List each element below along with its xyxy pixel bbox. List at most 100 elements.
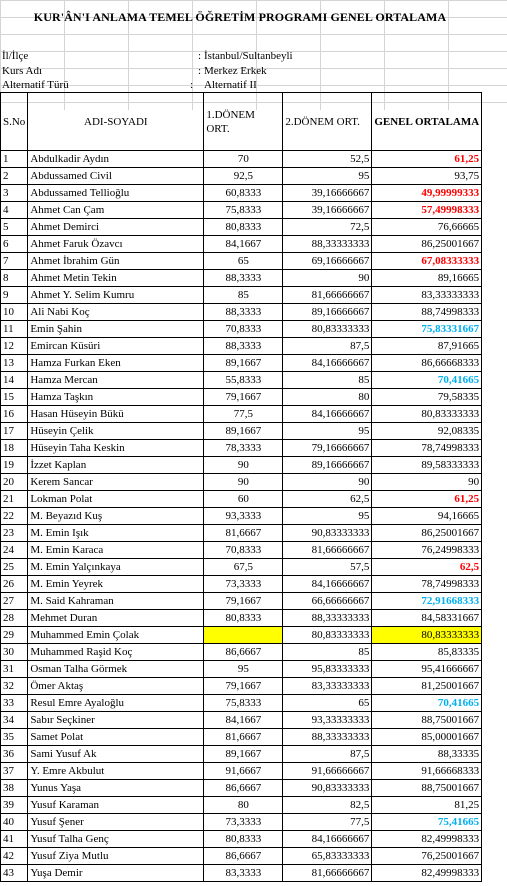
general-average[interactable]: 88,75001667 — [371, 711, 483, 729]
term2-average[interactable]: 87,5 — [282, 745, 373, 763]
term2-average[interactable]: 80,83333333 — [282, 320, 373, 338]
student-name[interactable]: Ahmet Can Çam — [27, 201, 205, 219]
term2-average[interactable]: 84,16666667 — [282, 575, 373, 593]
term1-average[interactable]: 85 — [203, 286, 284, 304]
row-number[interactable]: 42 — [0, 847, 29, 865]
term1-average[interactable]: 65 — [203, 252, 284, 270]
term1-average[interactable] — [203, 626, 284, 644]
general-average[interactable]: 70,41665 — [371, 694, 483, 712]
student-name[interactable]: İzzet Kaplan — [27, 456, 205, 474]
term2-average[interactable]: 84,16666667 — [282, 354, 373, 372]
term2-average[interactable]: 72,5 — [282, 218, 373, 236]
term2-average[interactable]: 88,33333333 — [282, 728, 373, 746]
general-average[interactable]: 88,33335 — [371, 745, 483, 763]
student-name[interactable]: Mehmet Duran — [27, 609, 205, 627]
term2-average[interactable]: 91,66666667 — [282, 762, 373, 780]
row-number[interactable]: 31 — [0, 660, 29, 678]
student-name[interactable]: M. Emin Karaca — [27, 541, 205, 559]
student-name[interactable]: Ömer Aktaş — [27, 677, 205, 695]
student-name[interactable]: Ahmet İbrahim Gün — [27, 252, 205, 270]
row-number[interactable]: 27 — [0, 592, 29, 610]
general-average[interactable]: 61,25 — [371, 490, 483, 508]
term1-average[interactable]: 95 — [203, 660, 284, 678]
student-name[interactable]: Ahmet Demirci — [27, 218, 205, 236]
student-name[interactable]: Hüseyin Taha Keskin — [27, 439, 205, 457]
student-name[interactable]: M. Emin Yeyrek — [27, 575, 205, 593]
term1-average[interactable]: 75,8333 — [203, 201, 284, 219]
term1-average[interactable]: 89,1667 — [203, 354, 284, 372]
row-number[interactable]: 43 — [0, 864, 29, 882]
general-average[interactable]: 92,08335 — [371, 422, 483, 440]
student-name[interactable]: Sami Yusuf Ak — [27, 745, 205, 763]
term2-average[interactable]: 65 — [282, 694, 373, 712]
term1-average[interactable]: 77,5 — [203, 405, 284, 423]
student-name[interactable]: Y. Emre Akbulut — [27, 762, 205, 780]
student-name[interactable]: Yusuf Ziya Mutlu — [27, 847, 205, 865]
term1-average[interactable]: 79,1667 — [203, 388, 284, 406]
term2-average[interactable]: 95 — [282, 422, 373, 440]
term2-average[interactable]: 39,16666667 — [282, 201, 373, 219]
term2-average[interactable]: 77,5 — [282, 813, 373, 831]
student-name[interactable]: Osman Talha Görmek — [27, 660, 205, 678]
row-number[interactable]: 12 — [0, 337, 29, 355]
term1-average[interactable]: 90 — [203, 456, 284, 474]
student-name[interactable]: Ahmet Y. Selim Kumru — [27, 286, 205, 304]
term1-average[interactable]: 81,6667 — [203, 728, 284, 746]
student-name[interactable]: Hamza Taşkın — [27, 388, 205, 406]
general-average[interactable]: 61,25 — [371, 150, 483, 168]
term2-average[interactable]: 90,83333333 — [282, 524, 373, 542]
student-name[interactable]: M. Emin Yalçınkaya — [27, 558, 205, 576]
general-average[interactable]: 85,83335 — [371, 643, 483, 661]
row-number[interactable]: 18 — [0, 439, 29, 457]
term2-average[interactable]: 95 — [282, 167, 373, 185]
general-average[interactable]: 87,91665 — [371, 337, 483, 355]
term1-average[interactable]: 73,3333 — [203, 813, 284, 831]
row-number[interactable]: 29 — [0, 626, 29, 644]
row-number[interactable]: 5 — [0, 218, 29, 236]
row-number[interactable]: 17 — [0, 422, 29, 440]
student-name[interactable]: Ahmet Metin Tekin — [27, 269, 205, 287]
term1-average[interactable]: 92,5 — [203, 167, 284, 185]
student-name[interactable]: M. Said Kahraman — [27, 592, 205, 610]
row-number[interactable]: 32 — [0, 677, 29, 695]
row-number[interactable]: 8 — [0, 269, 29, 287]
student-name[interactable]: Abdussamed Civil — [27, 167, 205, 185]
row-number[interactable]: 7 — [0, 252, 29, 270]
row-number[interactable]: 1 — [0, 150, 29, 168]
general-average[interactable]: 75,41665 — [371, 813, 483, 831]
term1-average[interactable]: 88,3333 — [203, 269, 284, 287]
general-average[interactable]: 90 — [371, 473, 483, 491]
row-number[interactable]: 11 — [0, 320, 29, 338]
term1-average[interactable]: 81,6667 — [203, 524, 284, 542]
general-average[interactable]: 76,24998333 — [371, 541, 483, 559]
term1-average[interactable]: 84,1667 — [203, 711, 284, 729]
term2-average[interactable]: 66,66666667 — [282, 592, 373, 610]
row-number[interactable]: 28 — [0, 609, 29, 627]
term1-average[interactable]: 84,1667 — [203, 235, 284, 253]
student-name[interactable]: M. Beyazıd Kuş — [27, 507, 205, 525]
general-average[interactable]: 67,08333333 — [371, 252, 483, 270]
term2-average[interactable]: 81,66666667 — [282, 541, 373, 559]
row-number[interactable]: 9 — [0, 286, 29, 304]
general-average[interactable]: 89,16665 — [371, 269, 483, 287]
row-number[interactable]: 37 — [0, 762, 29, 780]
student-name[interactable]: M. Emin Işık — [27, 524, 205, 542]
term1-average[interactable]: 80,8333 — [203, 218, 284, 236]
student-name[interactable]: Hasan Hüseyin Bükü — [27, 405, 205, 423]
term2-average[interactable]: 89,16666667 — [282, 303, 373, 321]
general-average[interactable]: 78,74998333 — [371, 439, 483, 457]
student-name[interactable]: Emin Şahin — [27, 320, 205, 338]
row-number[interactable]: 39 — [0, 796, 29, 814]
term1-average[interactable]: 60 — [203, 490, 284, 508]
row-number[interactable]: 15 — [0, 388, 29, 406]
row-number[interactable]: 16 — [0, 405, 29, 423]
student-name[interactable]: Hamza Furkan Eken — [27, 354, 205, 372]
student-name[interactable]: Yuşa Demir — [27, 864, 205, 882]
general-average[interactable]: 82,49998333 — [371, 830, 483, 848]
student-name[interactable]: Yunus Yaşa — [27, 779, 205, 797]
general-average[interactable]: 91,66668333 — [371, 762, 483, 780]
general-average[interactable]: 78,74998333 — [371, 575, 483, 593]
term2-average[interactable]: 90 — [282, 269, 373, 287]
student-name[interactable]: Abdulkadir Aydın — [27, 150, 205, 168]
student-name[interactable]: Sabır Seçkiner — [27, 711, 205, 729]
